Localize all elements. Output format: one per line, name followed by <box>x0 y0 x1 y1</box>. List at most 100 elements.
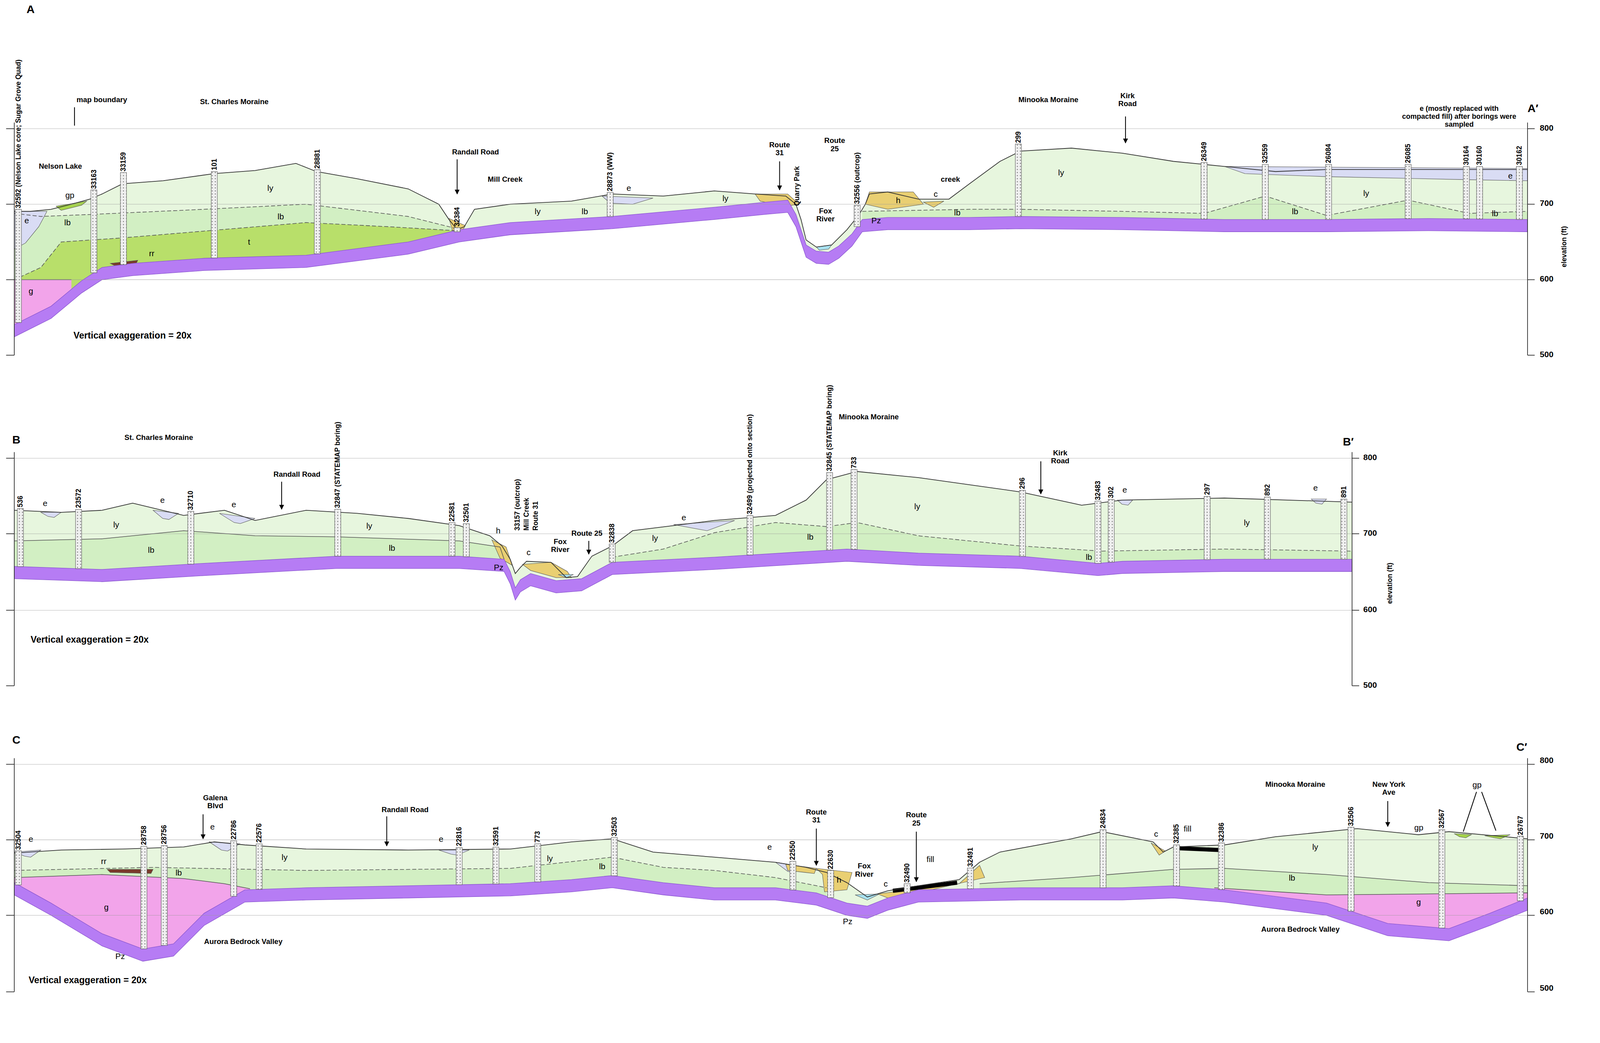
unit-label: gp <box>1414 823 1424 833</box>
unit-label: c <box>933 189 938 199</box>
unit-label: h <box>495 526 501 536</box>
boring-column <box>789 861 796 890</box>
boring-column <box>1203 496 1210 560</box>
axis-tick <box>1352 609 1360 611</box>
road-arrow <box>588 540 590 555</box>
boring-id: 32503 <box>610 817 619 837</box>
boring-column <box>1173 844 1180 886</box>
boring-column <box>534 843 541 882</box>
axis-label: 600 <box>1363 605 1377 615</box>
boring-id: 22630 <box>826 849 835 870</box>
deposit-fill <box>438 850 470 856</box>
boring-column <box>314 169 321 254</box>
boring-id: 32386 <box>1217 822 1226 842</box>
boring-id: 30164 <box>1462 146 1471 166</box>
boring-column <box>17 508 24 567</box>
vertical-label: elevation (ft) <box>1386 562 1394 604</box>
place-label: Randall Road <box>273 470 321 479</box>
boring-id: 22816 <box>455 827 463 847</box>
contact-line <box>979 868 1528 886</box>
axis-label: 700 <box>1539 831 1554 841</box>
axis-tick <box>1527 991 1535 993</box>
axis-tick <box>5 279 15 280</box>
boring-id: 297 <box>1203 483 1212 496</box>
road-arrow <box>386 816 387 847</box>
boring-column <box>1438 829 1445 928</box>
boring-column <box>1517 836 1524 902</box>
axis-line <box>13 758 15 993</box>
unit-label: h <box>836 875 842 885</box>
boring-id: 24834 <box>1099 809 1107 829</box>
boring-column <box>161 845 168 946</box>
unit-label: ly <box>113 520 120 530</box>
boring-column <box>904 883 911 894</box>
unit-label: ly <box>534 207 541 217</box>
boring-column <box>1015 144 1022 217</box>
section-letter: A′ <box>1527 102 1539 115</box>
unit-label: ly <box>1363 188 1370 199</box>
boring-id: 32385 <box>1172 824 1181 844</box>
unit-label: c <box>526 548 531 558</box>
deposit-fill <box>865 192 924 210</box>
unit-label: ly <box>651 533 658 543</box>
grid-line <box>14 915 1528 916</box>
section-letter: B <box>12 433 21 446</box>
unit-fill <box>14 222 458 325</box>
boring-column <box>1218 843 1225 890</box>
unit-label: lb <box>277 212 284 222</box>
ground-surface <box>14 828 1528 898</box>
grid-line <box>14 610 1353 611</box>
axis-tick <box>1527 839 1535 841</box>
unit-fill <box>862 196 1528 220</box>
place-label: Fox River <box>814 207 837 224</box>
ly-unit-fill <box>14 148 1528 325</box>
place-label: Aurora Bedrock Valley <box>1261 925 1340 934</box>
unit-label: lb <box>954 208 961 218</box>
boring-column <box>826 472 833 551</box>
leader-line <box>1463 792 1477 832</box>
unit-label: g <box>104 902 109 913</box>
boring-column <box>1476 166 1483 220</box>
unit-label: lb <box>581 207 589 217</box>
axis-label: 500 <box>1363 680 1377 690</box>
deposit-fill <box>40 512 62 518</box>
place-label: creek <box>940 175 960 184</box>
place-label: Minooka Moraine <box>838 413 899 421</box>
boring-column <box>854 205 861 227</box>
boring-id: 32384 <box>453 207 461 227</box>
unit-label: Pz <box>842 917 853 927</box>
place-label: Route 25 <box>822 136 848 153</box>
unit-label: e <box>626 183 631 193</box>
boring-id: 32491 <box>966 847 975 867</box>
axis-label: 800 <box>1539 123 1554 133</box>
unit-label: ly <box>281 853 288 863</box>
boring-column <box>1325 164 1332 220</box>
unit-label: lb <box>1288 873 1296 883</box>
unit-label: lb <box>1491 209 1499 219</box>
unit-fill <box>14 857 827 950</box>
unit-label: fill <box>926 855 934 865</box>
section-letter: C <box>12 733 21 747</box>
boring-id: 536 <box>16 495 25 508</box>
boring-column <box>140 846 147 949</box>
axis-tick <box>1352 533 1360 535</box>
axis-label: 600 <box>1539 274 1554 284</box>
boring-column <box>230 840 237 897</box>
unit-label: ly <box>914 502 921 512</box>
boring-id: 32501 <box>462 502 471 523</box>
boring-column <box>256 843 263 890</box>
boring-id: 28881 <box>313 149 322 169</box>
axis-tick <box>5 609 15 611</box>
unit-label: ly <box>1243 518 1250 528</box>
axis-tick <box>5 128 15 130</box>
boring-id: 299 <box>1014 131 1023 143</box>
place-label: Route 31 <box>805 808 828 825</box>
boring-column <box>456 847 463 885</box>
boring-column <box>15 209 22 323</box>
boring-columns <box>15 144 1524 949</box>
unit-label: t <box>247 237 251 247</box>
axis-tick <box>1527 128 1535 130</box>
section-letter: B′ <box>1342 435 1354 448</box>
boring-id: 30160 <box>1475 146 1484 166</box>
contact-line <box>612 522 1353 558</box>
